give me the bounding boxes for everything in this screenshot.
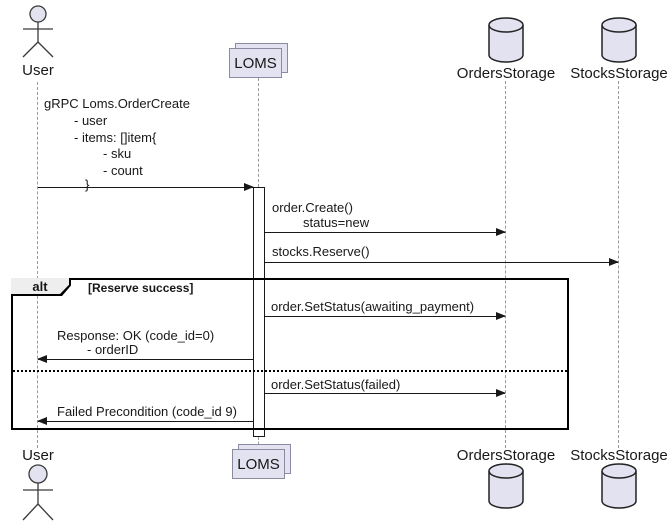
- message-set-status-awaiting: order.SetStatus(awaiting_payment): [271, 299, 475, 314]
- participant-label-user-top: User: [22, 62, 54, 79]
- participant-label-stocksstorage-top: StocksStorage: [570, 65, 668, 82]
- database-ordersstorage-bottom-icon: [487, 462, 525, 515]
- message-order-create-request-line2: - user: [74, 113, 108, 128]
- database-ordersstorage-top-icon: [487, 16, 525, 69]
- message-set-status-failed: order.SetStatus(failed): [271, 377, 401, 392]
- arrowhead-right-icon: [496, 389, 506, 397]
- arrow-response-ok: [37, 355, 253, 363]
- arrowhead-right-icon: [244, 183, 254, 191]
- message-order-create-request-line4: - sku: [103, 146, 132, 161]
- participant-label-loms-bottom: LOMS: [232, 449, 285, 479]
- alt-fragment-frame: [11, 278, 569, 430]
- participant-label-ordersstorage-bottom: OrdersStorage: [456, 447, 556, 464]
- arrow-failed-precondition: [37, 417, 253, 425]
- message-order-create-request-line5: - count: [103, 163, 143, 178]
- database-stocksstorage-bottom-icon: [600, 462, 638, 515]
- arrowhead-right-icon: [496, 228, 506, 236]
- message-stocks-reserve: stocks.Reserve(): [272, 244, 370, 259]
- participant-label-loms-top: LOMS: [229, 48, 282, 78]
- participant-loms-top: LOMS: [229, 43, 288, 78]
- lifeline-loms-top: [258, 78, 259, 187]
- arrowhead-left-icon: [37, 417, 47, 425]
- arrowhead-right-icon: [609, 258, 619, 266]
- activation-bar-loms: [253, 187, 265, 437]
- alt-operator-label: alt: [11, 278, 69, 294]
- arrow-set-status-failed: [265, 389, 506, 397]
- arrowhead-right-icon: [496, 312, 506, 320]
- participant-loms-bottom: LOMS: [232, 444, 291, 479]
- arrow-set-status-awaiting: [265, 312, 506, 320]
- database-stocksstorage-top-icon: [600, 16, 638, 69]
- arrowhead-left-icon: [37, 355, 47, 363]
- arrow-stocks-reserve: [265, 258, 619, 266]
- message-failed-precondition: Failed Precondition (code_id 9): [57, 404, 237, 419]
- message-order-create-request-line1: gRPC Loms.OrderCreate: [44, 96, 190, 111]
- arrow-order-create: [265, 228, 506, 236]
- message-response-ok-line2: - orderID: [87, 342, 139, 357]
- participant-label-stocksstorage-bottom: StocksStorage: [570, 447, 668, 464]
- message-order-create-request-line3: - items: []item{: [74, 130, 157, 145]
- participant-label-ordersstorage-top: OrdersStorage: [456, 65, 556, 82]
- alt-else-divider: [13, 370, 567, 372]
- actor-user-icon: [16, 4, 60, 65]
- actor-user-bottom-icon: [16, 463, 60, 527]
- message-order-create-request-line6: }: [85, 177, 90, 192]
- message-response-ok-line1: Response: OK (code_id=0): [57, 328, 215, 343]
- arrow-order-create-request: [38, 183, 254, 191]
- alt-guard-label: [Reserve success]: [88, 281, 194, 295]
- lifeline-user: [37, 82, 38, 448]
- lifeline-ordersstorage: [505, 81, 506, 448]
- participant-label-user-bottom: User: [22, 447, 54, 464]
- message-order-create-line1: order.Create(): [272, 200, 353, 215]
- message-order-create-line2: status=new: [303, 215, 370, 230]
- lifeline-loms-bottom: [258, 437, 259, 449]
